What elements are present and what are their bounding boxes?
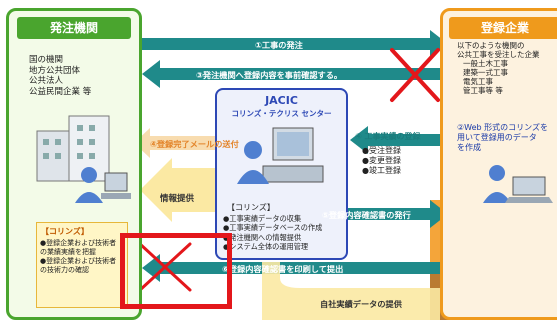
jacic-computer-icon [237, 127, 324, 184]
step1-label: ①工事の発注 [255, 40, 303, 50]
corins-bullet: ●登録企業および技術者 [40, 257, 117, 265]
orderer-item: 公共法人 [29, 76, 64, 86]
orderer-corins-heading: 【コリンズ】 [41, 227, 89, 236]
company-type: 管工事等 等 [463, 86, 503, 95]
jacic-subtitle: コリンズ・テクリス センター [231, 109, 332, 118]
red-highlight-box [120, 233, 232, 309]
company-type: 建築一式工事 [463, 68, 508, 77]
step4-heading: ④ 工事実績の登録 [355, 132, 421, 141]
company-type: 一般土木工事 [463, 59, 508, 68]
arrow-info [140, 158, 215, 222]
company-subtitle-line: 以下のような機関の [457, 41, 525, 50]
red-cross-small-icon [138, 242, 192, 292]
step4-items: ●受注登録 ●変更登録 ●竣工登録 [362, 146, 401, 176]
jacic-bullet: ●発注機関への情報提供 [223, 232, 302, 242]
red-cross-icon [390, 48, 440, 102]
orderer-list: 国の機関 地方公共団体 公共法人 公益民間企業 等 [29, 55, 91, 97]
arrow-step6 [142, 254, 448, 282]
company-title: 登録企業 [449, 17, 557, 39]
jacic-center-box: JACIC コリンズ・テクリス センター 【コリンズ】 ●工事実績データの収集 … [215, 88, 348, 260]
company-subtitle-line: 公共工事を受注した企業 [457, 50, 540, 59]
step4-left-label: ④登録完了メールの送付 [150, 139, 239, 149]
arrow-self-data [262, 262, 440, 320]
company-web-text: ②Web 形式のコリンズを 用いて登録用のデータ を作成 [457, 123, 548, 153]
step3-label: ③発注機関へ登録内容を事前確認する。 [196, 70, 343, 80]
step4-item: ●変更登録 [362, 156, 401, 165]
corins-bullet: の業績実績を把握 [40, 248, 96, 256]
jacic-bullet: ●工事実績データの収集 [223, 214, 302, 223]
person-computer-icon [75, 167, 131, 203]
orderer-item: 国の機関 [29, 55, 64, 65]
orderer-item: 地方公共団体 [29, 65, 81, 76]
corins-bullet: ●登録企業および技術者 [40, 239, 117, 247]
jacic-bullet: ●システム全体の運用管理 [223, 241, 309, 251]
company-web-line: ②Web 形式のコリンズを [457, 123, 548, 132]
step5-label: ⑤登録内容確認書の発行 [322, 210, 411, 220]
company-panel: 登録企業 以下のような機関の 公共工事を受注した企業 一般土木工事 建築一式工事… [440, 8, 557, 320]
company-web-line: を作成 [457, 143, 481, 152]
orderer-item: 公益民間企業 等 [29, 86, 92, 97]
arrow-step3 [142, 60, 448, 88]
step6-label: ⑥登録内容確認書を印刷して提出 [222, 264, 344, 274]
step4-item: ●受注登録 [362, 146, 401, 155]
step4-block: ④ 工事実績の登録 [355, 132, 421, 142]
company-person-laptop-icon [483, 165, 553, 203]
arrow-step4 [350, 126, 440, 154]
building-icon [36, 115, 110, 182]
arrow-step1 [142, 30, 448, 58]
jacic-corins-heading: 【コリンズ】 [227, 203, 275, 212]
corins-bullet: の技術力の確認 [40, 266, 89, 274]
self-data-label: 自社実績データの提供 [320, 299, 402, 309]
orderer-corins-box: 【コリンズ】 ●登録企業および技術者 の業績実績を把握 ●登録企業および技術者 … [36, 222, 128, 308]
jacic-bullet: ●工事実績データベースの作成 [223, 223, 323, 233]
company-type: 電気工事 [463, 77, 493, 86]
orderer-corins-list: ●登録企業および技術者 の業績実績を把握 ●登録企業および技術者 の技術力の確認 [40, 239, 116, 275]
arrow-step5 [348, 200, 448, 228]
arrow-step4-left [134, 128, 215, 158]
info-provision-label: 情報提供 [160, 194, 195, 204]
step4-item: ●竣工登録 [362, 166, 401, 175]
jacic-title: JACIC [265, 94, 298, 107]
company-subtitle: 以下のような機関の 公共工事を受注した企業 [457, 41, 540, 59]
jacic-bullets: ●工事実績データの収集 ●工事実績データベースの作成 ●発注機関への情報提供 ●… [223, 214, 322, 251]
company-web-line: 用いて登録用のデータ [457, 133, 537, 142]
orderer-title: 発注機関 [17, 17, 131, 39]
company-types: 一般土木工事 建築一式工事 電気工事 管工事等 等 [463, 59, 508, 95]
